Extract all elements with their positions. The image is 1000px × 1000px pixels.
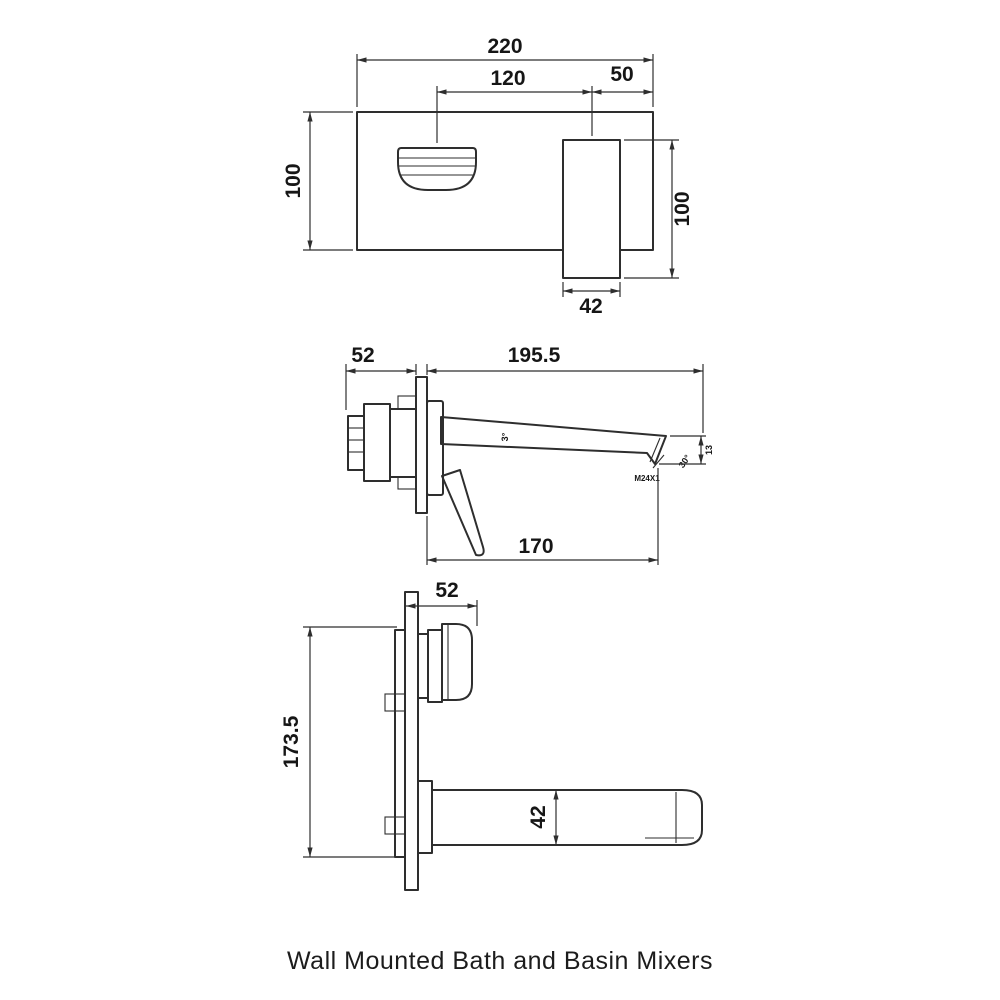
front-elevation-view: 220 120 50 100 100 xyxy=(282,35,694,318)
valve-body-basin xyxy=(347,395,417,490)
dim-spout-reach xyxy=(426,364,704,433)
dim-outlet-face xyxy=(659,435,706,465)
escutcheon-basin xyxy=(426,400,444,496)
dim-spout-length-label: 100 xyxy=(671,191,694,226)
mixer-handle-front xyxy=(397,147,477,191)
spout-block-front xyxy=(562,139,621,279)
spout-angle-label: 3° xyxy=(500,432,510,441)
mixer-handle-side-bath xyxy=(417,623,473,703)
outlet-angle-label: 30° xyxy=(677,453,693,470)
drawing-caption: Wall Mounted Bath and Basin Mixers xyxy=(287,947,713,975)
concealed-body-bath xyxy=(384,629,406,858)
dim-handle-projection xyxy=(426,468,659,565)
dim-overall-height-label: 173.5 xyxy=(280,715,303,768)
dim-spout-width-label: 42 xyxy=(579,295,602,318)
wall-plate-side-basin xyxy=(415,376,428,514)
dim-handle-projection-label: 170 xyxy=(518,535,553,558)
dim-outlet-face-label: 13 xyxy=(704,445,714,455)
dim-bath-spout-height-label: 42 xyxy=(527,805,550,828)
dim-overall-width xyxy=(356,54,654,107)
dim-basin-body-depth xyxy=(345,364,417,410)
bath-mixer-side-view: 52 173.5 42 xyxy=(280,579,703,891)
dim-handle-spacing xyxy=(436,86,593,143)
wall-plate-front xyxy=(356,111,654,251)
dim-plate-height xyxy=(303,111,353,251)
outlet-thread-label: M24X1 xyxy=(634,474,660,483)
lever-handle-basin xyxy=(441,469,485,557)
basin-spout-side xyxy=(440,416,667,469)
dim-spout-reach-label: 195.5 xyxy=(508,344,561,367)
dim-handle-spacing-label: 120 xyxy=(490,67,525,90)
dim-spout-length xyxy=(624,139,679,279)
dim-bath-body-depth-label: 52 xyxy=(435,579,458,602)
wall-plate-side-bath xyxy=(404,591,419,891)
dim-plate-height-label: 100 xyxy=(282,163,305,198)
dim-overall-width-label: 220 xyxy=(487,35,522,58)
dim-spout-width xyxy=(562,282,621,297)
bath-spout-side xyxy=(431,789,703,846)
dim-overall-height xyxy=(303,626,405,858)
dim-basin-body-depth-label: 52 xyxy=(351,344,374,367)
basin-mixer-side-view: 52 195.5 3° M24X1 30° 13 170 xyxy=(345,344,714,565)
dim-bath-body-depth xyxy=(406,600,478,626)
spout-escutcheon-bath xyxy=(417,780,433,854)
dim-spout-to-edge-label: 50 xyxy=(610,63,633,86)
